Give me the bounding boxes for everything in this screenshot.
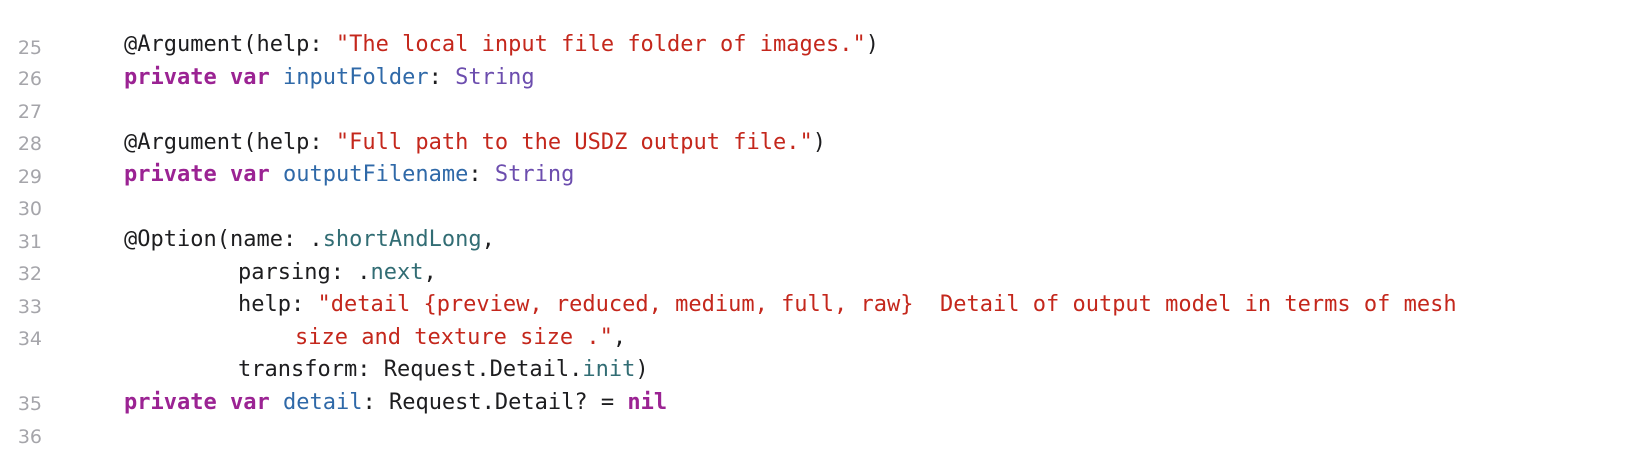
code-line[interactable]: 33 parsing: .next,	[0, 256, 1640, 318]
line-number: 34	[17, 328, 42, 350]
string-literal: "detail {preview, reduced, medium, full,…	[317, 292, 1457, 317]
line-number: 35	[17, 393, 42, 415]
code-text: help: "detail {preview, reduced, medium,…	[238, 288, 1457, 322]
line-number: 36	[17, 426, 42, 448]
line-number: 29	[17, 166, 42, 188]
argument-label: parsing: .	[238, 260, 371, 285]
attribute-token: @Argument(help:	[124, 32, 336, 57]
initializer-member: init	[582, 357, 636, 382]
code-line[interactable]: 36 private var detail: Request.Detail? =…	[0, 386, 1640, 448]
keyword-private: private	[124, 390, 217, 415]
line-number: 27	[17, 101, 42, 123]
keyword-private: private	[124, 65, 217, 90]
punctuation: )	[865, 32, 879, 57]
enum-member: shortAndLong	[322, 227, 482, 252]
code-line[interactable]: 26 @Argument(help: "The local input file…	[0, 28, 1640, 90]
line-number: 32	[17, 263, 42, 285]
code-line[interactable]: 25	[0, 0, 1640, 59]
keyword-var: var	[229, 162, 270, 187]
punctuation: :	[428, 65, 456, 90]
type-name: String	[455, 65, 535, 90]
type-name: Detail	[489, 357, 570, 382]
code-text: @Argument(help: "Full path to the USDZ o…	[124, 126, 826, 160]
line-number: 33	[17, 296, 42, 318]
code-line[interactable]: 34 help: "detail {preview, reduced, medi…	[0, 288, 1640, 350]
code-line[interactable]: 28	[0, 93, 1640, 155]
punctuation: ? =	[574, 390, 628, 415]
code-line[interactable]: 30 private var outputFilename: String	[0, 158, 1640, 220]
code-line-wrap[interactable]: size and texture size .",	[0, 321, 1640, 355]
attribute-token: @Option(name: .	[124, 227, 323, 252]
code-text: @Option(name: .shortAndLong,	[124, 223, 495, 257]
code-line[interactable]: 27 private var inputFolder: String	[0, 61, 1640, 123]
keyword-var: var	[229, 65, 270, 90]
string-literal: "The local input file folder of images."	[335, 32, 866, 57]
type-name: String	[494, 162, 575, 187]
variable-name: inputFolder	[282, 65, 429, 90]
line-number: 30	[17, 198, 42, 220]
variable-name: detail	[282, 390, 363, 415]
punctuation: )	[812, 130, 826, 155]
punctuation: .	[481, 390, 495, 415]
code-line[interactable]: 29 @Argument(help: "Full path to the USD…	[0, 126, 1640, 188]
punctuation: )	[635, 357, 649, 382]
punctuation: .	[476, 357, 490, 382]
type-name: Request	[388, 390, 482, 415]
line-number: 31	[17, 231, 42, 253]
punctuation: .	[569, 357, 583, 382]
code-text: transform: Request.Detail.init)	[238, 353, 649, 387]
code-text: parsing: .next,	[238, 256, 437, 290]
line-number: 28	[17, 133, 42, 155]
punctuation: :	[362, 390, 389, 415]
code-text: private var outputFilename: String	[124, 158, 574, 192]
keyword-nil: nil	[627, 390, 668, 415]
enum-member: next	[370, 260, 424, 285]
code-line[interactable]: 31	[0, 191, 1640, 253]
type-name: Detail	[494, 390, 575, 415]
line-number: 26	[17, 68, 42, 90]
string-literal: "Full path to the USDZ output file."	[335, 130, 813, 155]
punctuation: :	[468, 162, 495, 187]
argument-label: transform:	[238, 357, 384, 382]
line-number: 25	[17, 37, 42, 59]
argument-label: help:	[238, 292, 318, 317]
attribute-token: @Argument(help:	[124, 130, 336, 155]
variable-name: outputFilename	[282, 162, 469, 187]
string-literal: size and texture size ."	[295, 325, 613, 350]
code-line[interactable]: 35 transform: Request.Detail.init)	[0, 353, 1640, 415]
code-text: @Argument(help: "The local input file fo…	[124, 28, 879, 62]
punctuation: ,	[423, 260, 437, 285]
code-line[interactable]: 32 @Option(name: .shortAndLong,	[0, 223, 1640, 285]
code-text: private var inputFolder: String	[124, 61, 535, 95]
code-text: size and texture size .",	[295, 321, 626, 355]
punctuation: ,	[481, 227, 495, 252]
keyword-var: var	[229, 390, 270, 415]
keyword-private: private	[124, 162, 217, 187]
code-text: private var detail: Request.Detail? = ni…	[124, 386, 667, 420]
type-name: Request	[383, 357, 477, 382]
punctuation: ,	[612, 325, 627, 350]
